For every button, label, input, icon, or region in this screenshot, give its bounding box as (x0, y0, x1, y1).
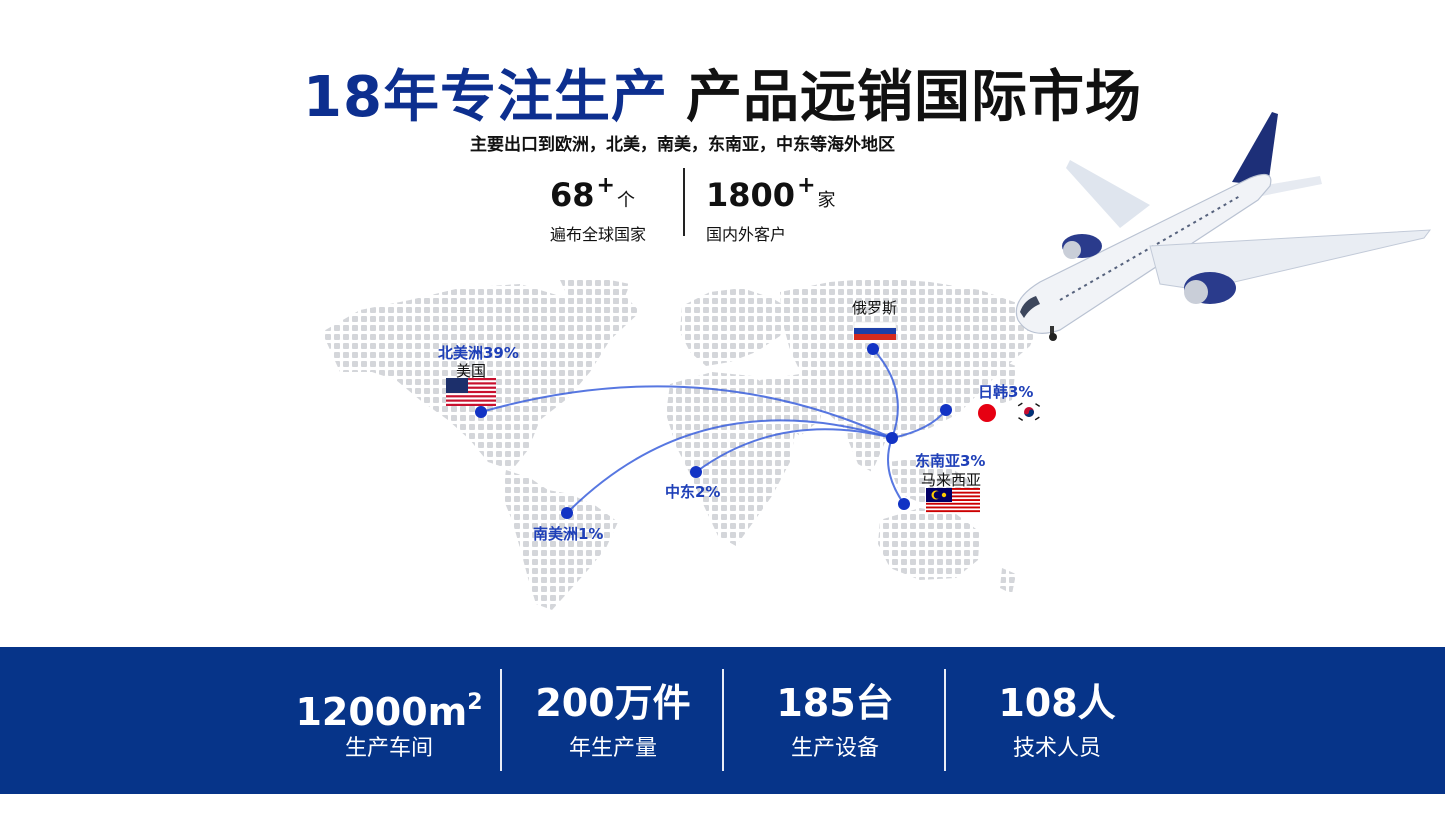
node-middle-east (690, 466, 702, 478)
stat-output-label: 年生产量 (568, 736, 657, 761)
stat-separator-3 (944, 669, 946, 771)
stats-bar: 12000m2 生产车间 200万件 年生产量 185台 生产设备 108人 技… (0, 647, 1445, 794)
japan-flag-icon (978, 404, 996, 422)
stat-countries-unit: 个 (616, 190, 635, 211)
world-map (322, 112, 1432, 610)
stat-countries-label: 遍布全球国家 (550, 225, 647, 244)
route-north-america (480, 385, 893, 439)
label-north-america: 北美洲39% (438, 344, 519, 362)
stat-separator-2 (722, 669, 724, 771)
label-middle-east: 中东2% (665, 483, 721, 501)
stat-clients-label: 国内外客户 (706, 225, 787, 244)
airplane-icon (1015, 112, 1432, 341)
node-south-america (561, 507, 573, 519)
label-japan-korea: 日韩3% (978, 383, 1034, 401)
stat-workshop: 12000m2 生产车间 (278, 647, 500, 794)
stat-staff-value: 108人 (998, 681, 1116, 725)
label-south-america: 南美洲1% (533, 525, 604, 543)
stat-workshop-value: 12000m (295, 690, 468, 734)
node-southeast-asia (898, 498, 910, 510)
stat-equipment-label: 生产设备 (790, 736, 879, 761)
route-southeast-asia (887, 437, 905, 505)
stat-separator-1 (500, 669, 502, 771)
title-dark-part: 产品远销国际市场 (685, 65, 1142, 130)
stat-staff-label: 技术人员 (1012, 736, 1101, 761)
stat-countries-value: 68 (550, 176, 595, 214)
stat-divider (683, 168, 685, 236)
route-south-america (566, 419, 893, 514)
node-north-america (475, 406, 487, 418)
world-map-dots (322, 278, 1040, 610)
trade-routes (480, 348, 947, 514)
stat-output: 200万件 年生产量 (502, 647, 724, 794)
russia-flag-icon (853, 321, 897, 340)
stat-countries: 68+个 遍布全球国家 (550, 168, 646, 245)
route-middle-east (695, 428, 893, 473)
stat-equipment: 185台 生产设备 (724, 647, 946, 794)
stat-clients: 1800+家 国内外客户 (706, 168, 836, 245)
node-hub-china (886, 432, 898, 444)
label-malaysia: 马来西亚 (921, 471, 982, 489)
stat-workshop-label: 生产车间 (344, 736, 433, 761)
title-blue-part: 18年专注生产 (303, 65, 668, 130)
top-stats: 68+个 遍布全球国家 1800+家 国内外客户 (540, 168, 840, 244)
stat-clients-unit: 家 (817, 190, 836, 211)
route-russia (872, 348, 899, 439)
stat-clients-plus: + (797, 173, 816, 198)
node-japan-korea (940, 404, 952, 416)
stat-countries-plus: + (596, 173, 615, 198)
stat-clients-value: 1800 (706, 176, 796, 214)
stat-workshop-sup: 2 (467, 690, 483, 715)
stat-equipment-value: 185台 (776, 681, 894, 725)
usa-flag-icon (446, 378, 496, 406)
label-southeast-asia: 东南亚3% (915, 452, 986, 470)
stat-output-value: 200万件 (535, 681, 691, 725)
malaysia-flag-icon (926, 488, 980, 514)
stat-staff: 108人 技术人员 (946, 647, 1168, 794)
node-russia (867, 343, 879, 355)
korea-flag-icon (1016, 402, 1042, 422)
label-russia: 俄罗斯 (852, 299, 898, 317)
route-nodes (475, 343, 952, 519)
page-title: 18年专注生产产品远销国际市场 (0, 52, 1445, 133)
page-subtitle: 主要出口到欧洲，北美，南美，东南亚，中东等海外地区 (470, 135, 895, 155)
label-usa: 美国 (456, 362, 487, 380)
